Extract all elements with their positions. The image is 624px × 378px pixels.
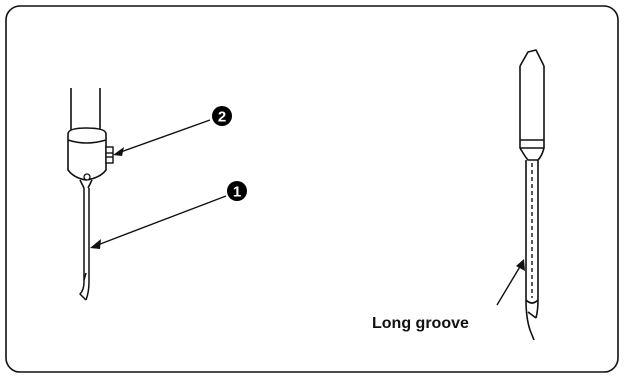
callout-2: 2 — [113, 106, 232, 156]
callout-1-badge — [227, 181, 247, 201]
needle-enlarged — [519, 49, 545, 341]
needle-set-screw — [105, 146, 114, 164]
callout-2-number: 2 — [218, 109, 226, 126]
callout-2-badge — [212, 106, 232, 126]
long-groove-label: Long groove — [372, 315, 469, 332]
long-groove-leader — [496, 259, 525, 306]
diagram-frame — [5, 5, 619, 373]
needle-bar-assembly — [67, 88, 107, 189]
needle — [79, 188, 90, 301]
callout-1-number: 1 — [233, 184, 241, 201]
clamp-hole — [83, 173, 91, 181]
callout-1: 1 — [90, 181, 247, 249]
